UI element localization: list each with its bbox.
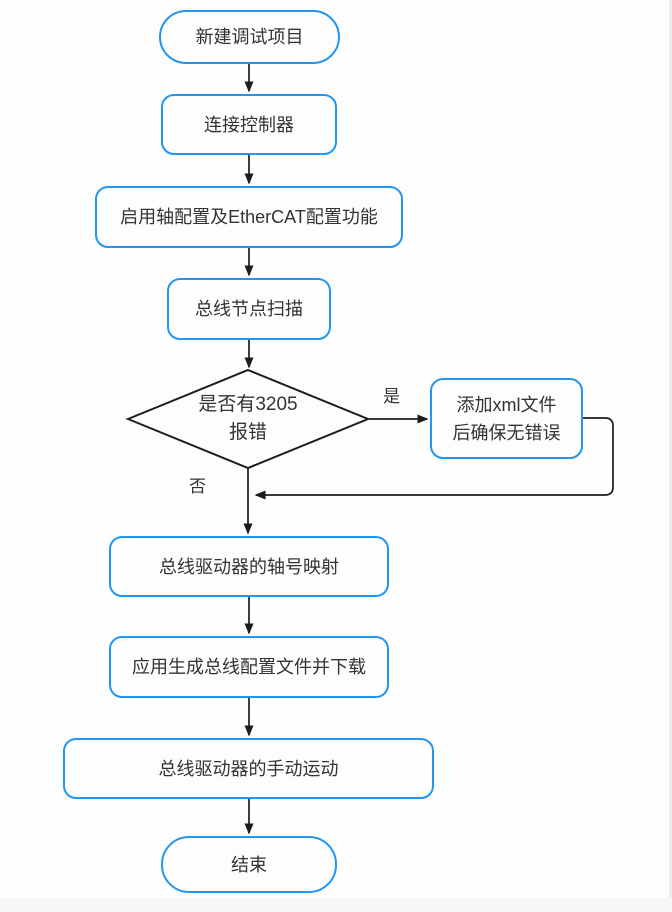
edge-label-no: 否 — [189, 477, 206, 496]
edge-label-yes: 是 — [383, 387, 400, 406]
decision-diamond-shape — [125, 368, 371, 470]
node-enable-axis-ethercat-config: 启用轴配置及EtherCAT配置功能 — [95, 186, 403, 248]
node-connect-controller: 连接控制器 — [161, 94, 337, 155]
node-end: 结束 — [161, 836, 337, 893]
decision-has-3205-error: 是否有3205 报错 — [198, 394, 298, 443]
page-edge-right — [669, 0, 672, 912]
feedback-line-xml-to-main — [254, 417, 614, 500]
node-manual-motion: 总线驱动器的手动运动 — [63, 738, 434, 799]
node-start: 新建调试项目 — [159, 10, 340, 64]
page-edge-bottom — [0, 898, 672, 912]
node-bus-node-scan: 总线节点扫描 — [167, 278, 331, 340]
node-apply-generate-download-config: 应用生成总线配置文件并下载 — [109, 636, 389, 698]
node-add-xml-file: 添加xml文件 后确保无错误 — [430, 378, 583, 459]
node-axis-number-mapping: 总线驱动器的轴号映射 — [109, 536, 389, 597]
